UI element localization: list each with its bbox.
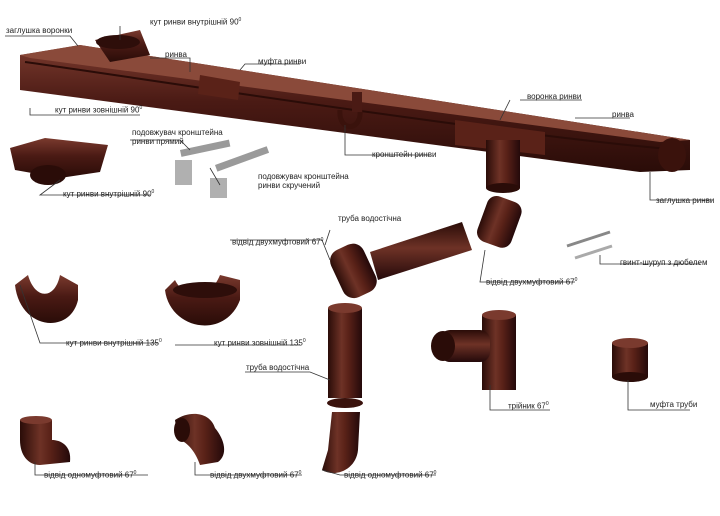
pipe-coupling-part xyxy=(612,338,648,382)
label-elbow-double-67-bottom: відвід двухмуфтовий 670 xyxy=(210,470,302,480)
label-gutter-coupling: муфта ринви xyxy=(258,57,307,66)
label-inner-corner-135: кут ринви внутрішній 1350 xyxy=(66,338,162,348)
inner-corner-90-top-part xyxy=(95,30,150,62)
label-bracket-ext-straight-1: подовжувач кронштейна xyxy=(132,128,223,137)
inner-corner-135-part xyxy=(15,275,78,323)
downpipe-assembly xyxy=(322,195,522,474)
label-bracket-ext-twisted-2: ринви скручений xyxy=(258,181,321,190)
elbow-double-67-bottom-part xyxy=(174,413,225,465)
bracket-extender-straight-part xyxy=(175,139,231,185)
label-bracket-ext-twisted-1: подовжувач кронштейна xyxy=(258,172,349,181)
label-gutter-right: ринва xyxy=(612,110,634,119)
label-bracket-ext-straight-2: ринви прямий xyxy=(132,137,184,146)
label-inner-corner-90-top: кут ринви внутрішній 900 xyxy=(150,17,242,27)
label-elbow-double-67-right: відвід двухмуфтовий 670 xyxy=(486,277,578,287)
outer-corner-135-part xyxy=(165,275,240,326)
label-downpipe-top: труба водостічна xyxy=(338,214,402,223)
elbow-single-67-left-part xyxy=(20,416,71,465)
label-outer-corner-135: кут ринви зовнішній 1350 xyxy=(214,338,306,348)
screw-part xyxy=(566,230,613,260)
tee-part xyxy=(431,310,516,390)
label-downpipe-mid: труба водостічна xyxy=(246,363,310,372)
label-screw: гвинт-шуруп з дюбелем xyxy=(620,258,708,267)
label-elbow-single-67-left: відвід одномуфтовий 670 xyxy=(44,470,137,480)
label-elbow-single-67-center: відвід одномуфтовий 670 xyxy=(344,470,437,480)
gutter-bracket-part xyxy=(337,92,363,129)
label-gutter-top: ринва xyxy=(165,50,187,59)
label-elbow-double-67-top: відвід двухмуфтовий 670 xyxy=(232,237,324,247)
label-funnel: воронка ринви xyxy=(527,92,582,101)
funnel-part xyxy=(455,120,545,193)
inner-corner-90-left-part xyxy=(10,138,108,185)
label-pipe-coupling: муфта труби xyxy=(650,400,698,409)
label-outer-corner-90: кут ринви зовнішній 900 xyxy=(55,105,143,115)
bracket-extender-twisted-part xyxy=(210,146,270,198)
label-inner-corner-90-left: кут ринви внутрішній 900 xyxy=(63,189,155,199)
leader-lines xyxy=(5,26,712,476)
end-cap-right-part xyxy=(658,138,686,172)
label-tee: трійник 670 xyxy=(508,401,549,411)
label-bracket: кронштейн ринви xyxy=(372,150,437,159)
label-end-cap-right: заглушка ринви xyxy=(656,196,715,205)
gutter-coupling-part xyxy=(198,75,240,100)
label-end-cap-left: заглушка воронки xyxy=(6,26,73,35)
